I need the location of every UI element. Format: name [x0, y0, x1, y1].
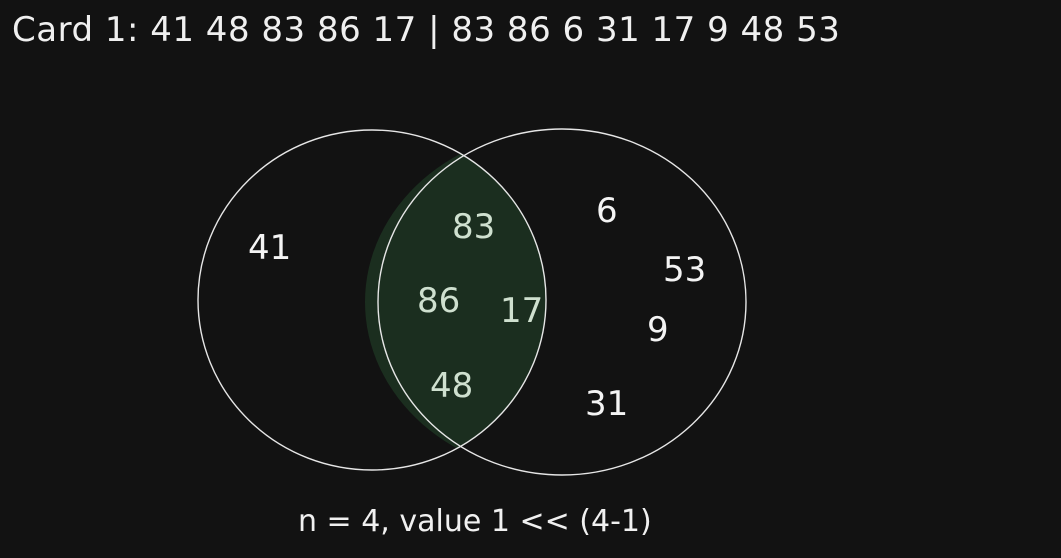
right-number: 9: [647, 310, 669, 350]
intersection-highlight: [365, 130, 546, 470]
right-number: 31: [585, 384, 628, 424]
left-number: 41: [248, 228, 291, 268]
intersection-number: 48: [430, 366, 473, 406]
right-number: 6: [596, 191, 618, 231]
intersection-number: 17: [500, 291, 543, 331]
intersection-number: 83: [452, 207, 495, 247]
left-set-circle: [197, 129, 547, 471]
intersection-number: 86: [417, 281, 460, 321]
right-number: 53: [663, 250, 706, 290]
right-set-circle: [377, 128, 747, 476]
formula-caption: n = 4, value 1 << (4-1): [298, 504, 652, 539]
card-heading: Card 1: 41 48 83 86 17 | 83 86 6 31 17 9…: [12, 10, 841, 50]
